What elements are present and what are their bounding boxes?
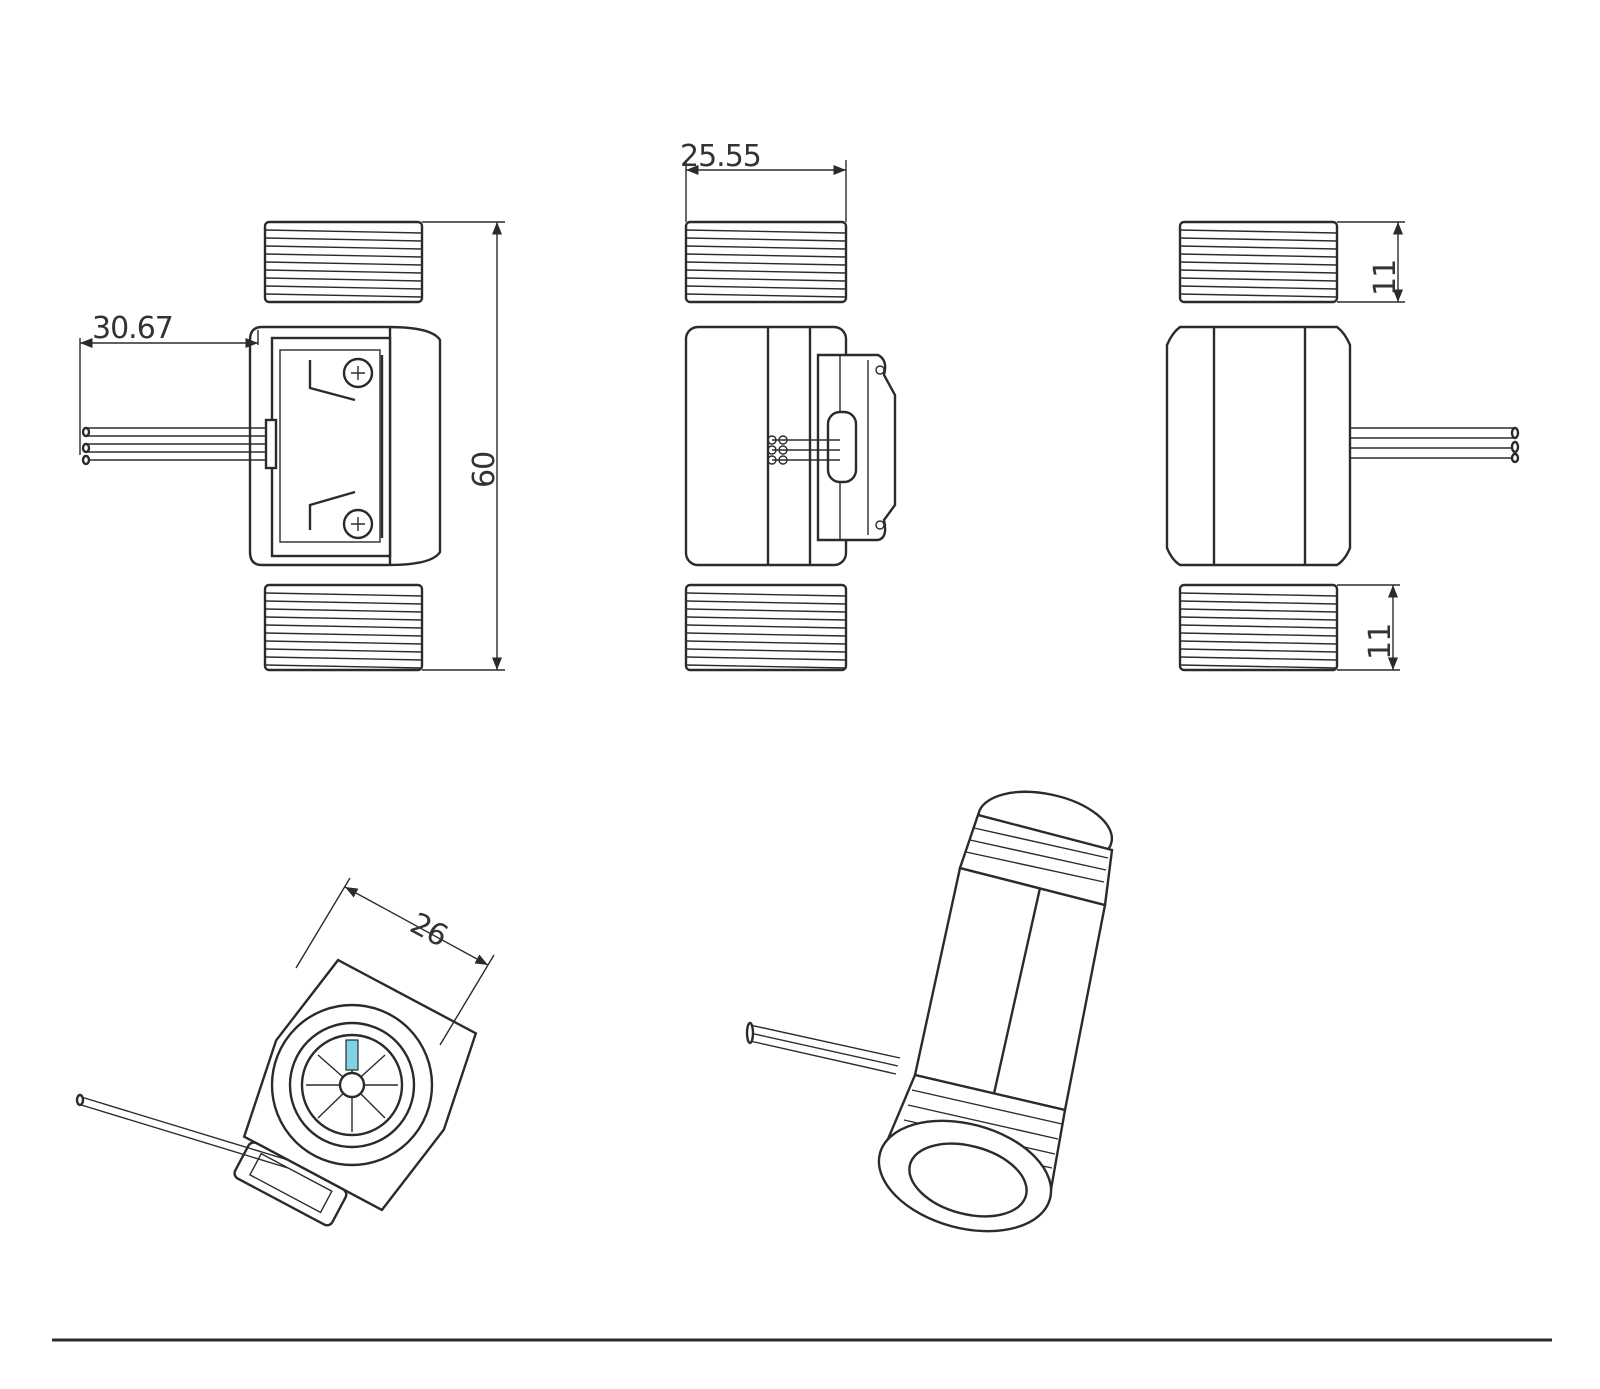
thread-line [264,285,423,290]
thread-line [1179,640,1338,645]
thread-line [1179,600,1338,605]
thread-line [264,648,423,653]
thread-line [264,640,423,645]
thread-line [685,277,847,282]
thread-line [1179,293,1338,298]
thread-line [685,656,847,661]
thread-line [685,229,847,234]
thread-line [264,245,423,250]
thread-line [264,293,423,298]
thread-line [1179,245,1338,250]
thread-line [685,648,847,653]
thread-line [685,632,847,637]
thread-line [1179,285,1338,290]
thread-line [1179,632,1338,637]
rear-view: 11 11 [1165,220,1520,672]
thread-line [1179,269,1338,274]
thread-line [264,664,423,669]
thread-line [1179,261,1338,266]
thread-line [685,624,847,629]
thread-line [264,229,423,234]
thread-line [1179,253,1338,258]
front-view: 30.67 60 [79,220,505,672]
thread-line [264,237,423,242]
thread-line [685,253,847,258]
thread-line [1179,608,1338,613]
thread-line [264,253,423,258]
isometric-view [745,790,1114,1233]
thread-line [1179,656,1338,661]
thread-line [1179,648,1338,653]
thread-line [1179,237,1338,242]
thread-line [685,237,847,242]
thread-line [264,269,423,274]
front-width-dimension: 30.67 [79,311,259,455]
thread-line [685,261,847,266]
rear-bottom-thread-label: 11 [1363,624,1398,660]
iso-body [913,866,1107,1112]
thread-line [685,616,847,621]
thread-line [1179,624,1338,629]
thread-line [685,600,847,605]
rear-hex-body [1165,325,1352,567]
thread-line [1179,592,1338,597]
thread-line [685,664,847,669]
thread-line [264,616,423,621]
side-width-dimension: 25.55 [680,139,847,222]
thread-line [264,624,423,629]
thread-line [685,608,847,613]
thread-line [264,632,423,637]
thread-line [264,261,423,266]
front-width-label: 30.67 [92,311,173,346]
rear-top-thread-dimension: 11 [1337,221,1405,303]
end-view: 26 [75,877,495,1227]
iso-top-thread [958,790,1114,907]
side-width-label: 25.55 [680,139,761,174]
thread-line [264,656,423,661]
thread-line [685,269,847,274]
thread-line [264,600,423,605]
front-wires [81,418,278,470]
thread-line [685,285,847,290]
front-height-dimension: 60 [422,221,505,671]
thread-line [685,293,847,298]
thread-line [264,277,423,282]
rear-bottom-thread-dimension: 11 [1337,584,1400,671]
rear-top-thread-label: 11 [1368,260,1403,296]
thread-line [685,245,847,250]
thread-line [264,592,423,597]
side-view: 25.55 [680,139,897,672]
thread-line [685,592,847,597]
impeller-icon [306,1039,398,1132]
screw-icon [342,508,374,540]
front-height-label: 60 [467,452,502,488]
end-width-label: 26 [404,906,452,954]
thread-line [685,640,847,645]
thread-line [1179,616,1338,621]
thread-line [264,608,423,613]
screw-icon [342,357,374,389]
iso-bottom-thread [877,1073,1067,1233]
thread-line [1179,664,1338,669]
thread-line [1179,229,1338,234]
thread-line [1179,277,1338,282]
